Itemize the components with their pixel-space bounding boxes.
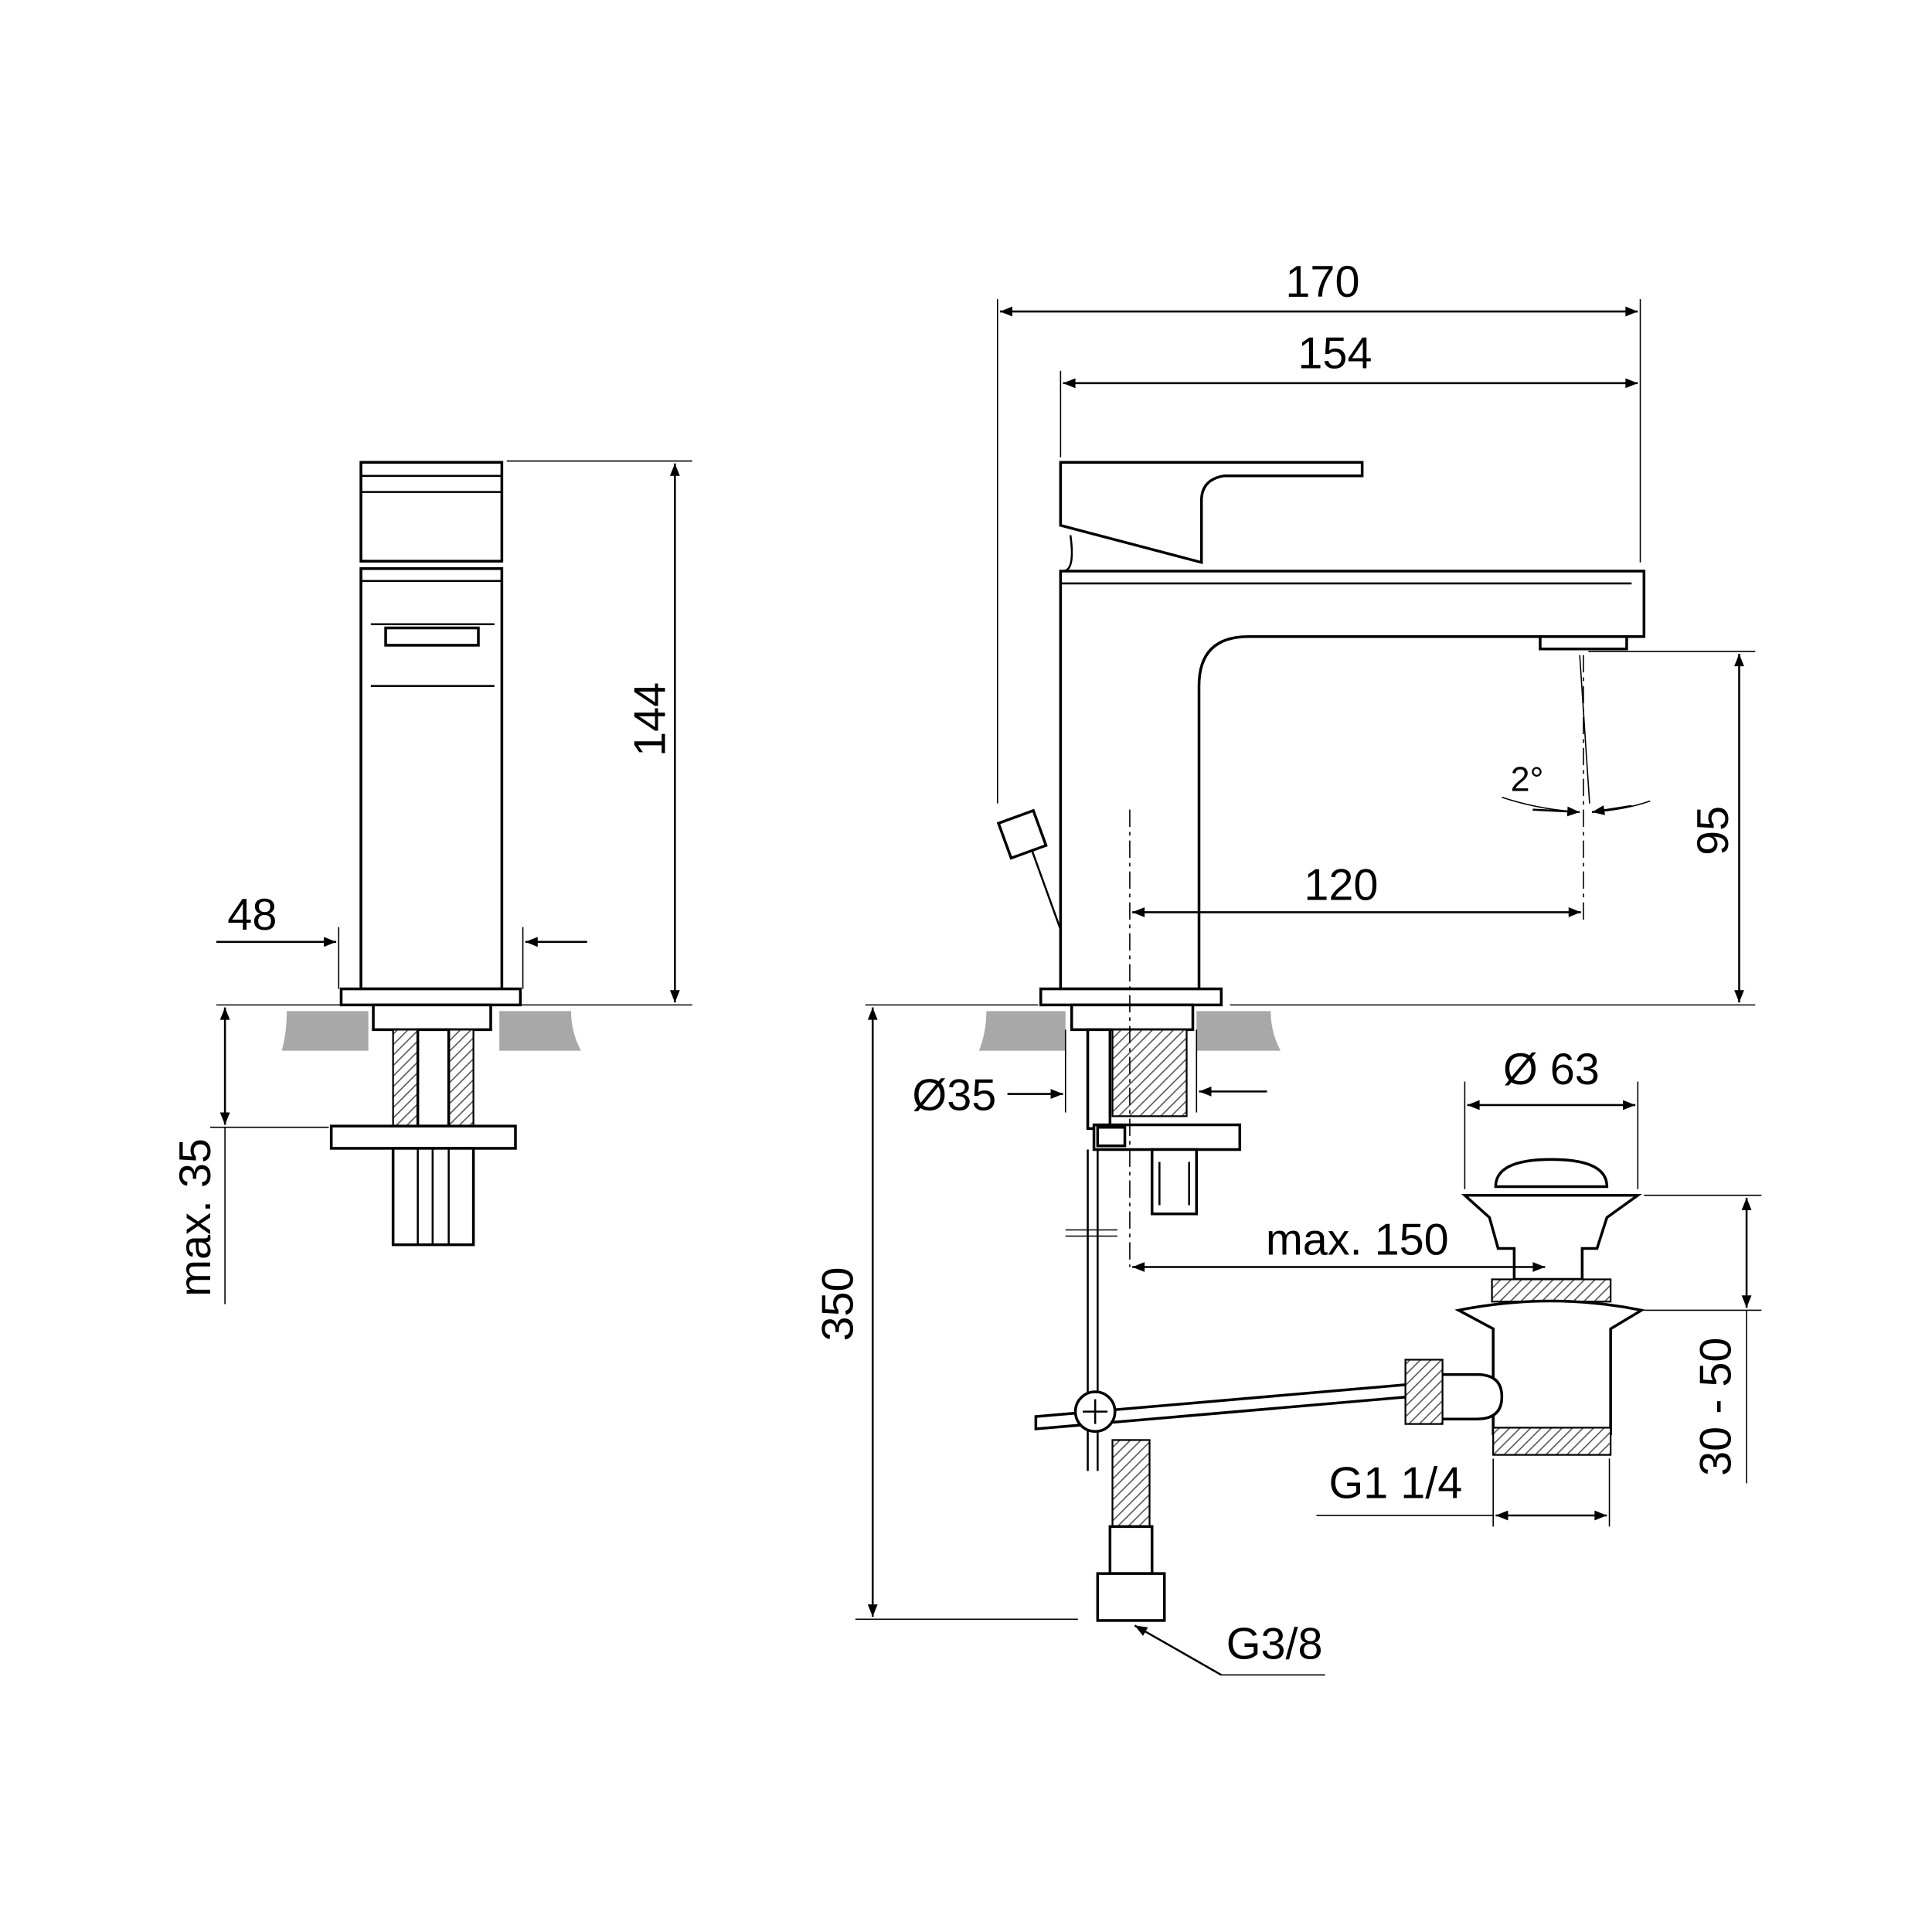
hose-nut [1150,1148,1199,1216]
side-handle [359,461,504,563]
countertop-front-left [978,1011,1066,1051]
countertop-section-left [281,1011,369,1051]
mixer-body-spout [1059,570,1646,991]
hose-connector-g38 [1096,1572,1166,1622]
countertop-section-right [499,1011,581,1051]
waste-lever-nut [1404,1359,1444,1425]
dim-max-thickness: max. 35 [171,1138,220,1297]
front-view: 170 154 95 2° 120 Ø35 Ø 63 30 - 50 max. … [814,257,1762,1676]
aerator [1539,634,1628,651]
popup-waste [1404,1158,1645,1456]
dim-width-48: 48 [227,890,277,940]
dim-hole-diameter: Ø35 [912,1070,996,1120]
dim-hose-thread: G3/8 [1226,1620,1323,1669]
dim-waste-range: 30 - 50 [1691,1338,1740,1476]
dim-spout-height: 95 [1689,806,1738,855]
dim-angle: 2° [1511,760,1544,799]
dim-height-144: 144 [626,682,675,757]
side-view: 144 48 max. 35 [171,460,692,1304]
front-shank [1111,1029,1188,1117]
dim-waste-distance: max. 150 [1266,1215,1449,1264]
dim-waste-thread: G1 1/4 [1328,1459,1462,1509]
popup-knob [996,808,1048,860]
front-base-plate [1039,987,1223,1007]
countertop-front-right [1196,1011,1281,1051]
dim-overall-length: 170 [1285,257,1359,307]
lever-handle [1059,461,1364,565]
dim-reach: 120 [1304,860,1378,910]
supply-hose [1111,1439,1151,1528]
side-fixing-plate [329,1124,517,1150]
dim-waste-diameter: Ø 63 [1503,1045,1600,1094]
dim-spout-length: 154 [1298,329,1372,379]
side-base-plate [339,987,522,1007]
dim-hose-length: 350 [814,1267,863,1341]
